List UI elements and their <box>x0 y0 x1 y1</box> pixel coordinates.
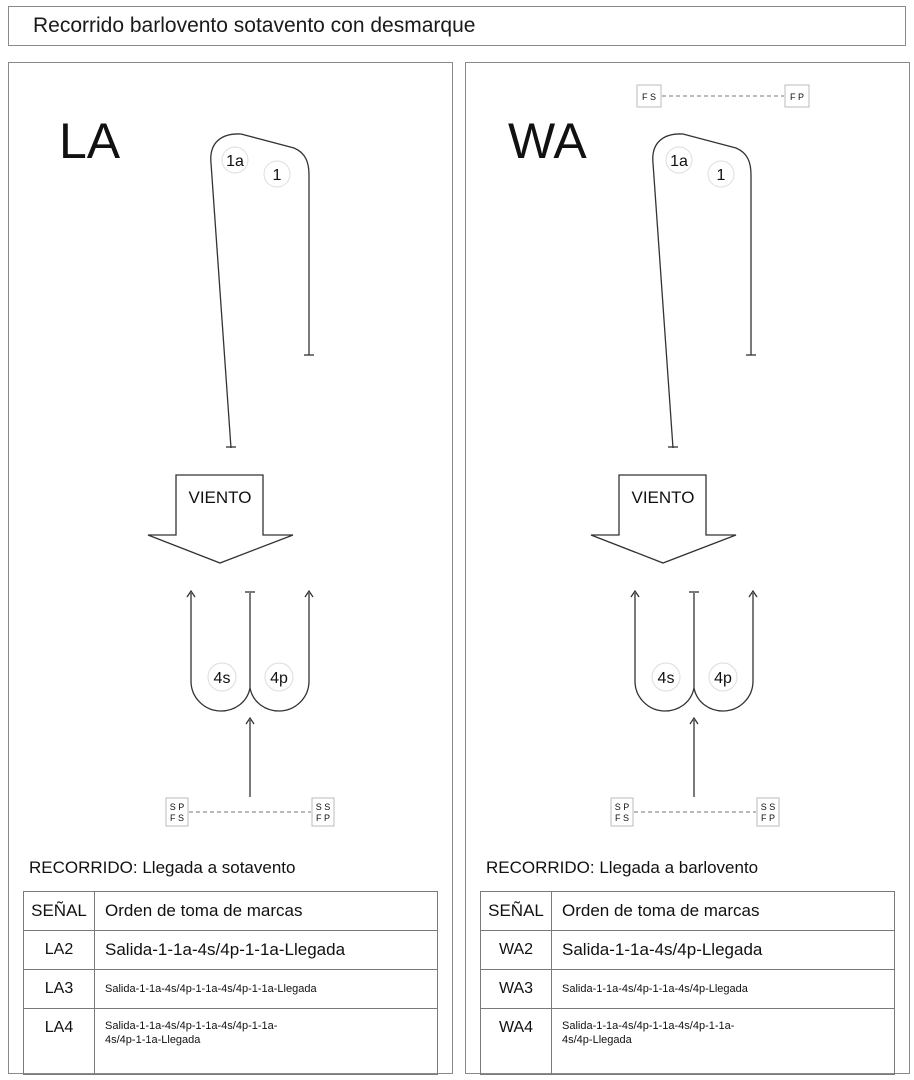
signal-cell: WA3 <box>480 969 552 1009</box>
start-box-left <box>165 797 189 827</box>
arrowhead <box>245 716 255 725</box>
mark-4p <box>708 662 738 692</box>
mark-1-label: 1 <box>273 167 282 184</box>
wind-label: VIENTO <box>632 488 695 507</box>
order-line: 4s/4p-Llegada <box>562 1034 632 1046</box>
signal-cell: WA2 <box>480 930 552 970</box>
signal-cell: WA4 <box>480 1008 552 1075</box>
table-row: LA3 Salida-1-1a-4s/4p-1-1a-4s/4p-1-1a-Ll… <box>23 969 438 1009</box>
panel-la: LA 1a 1 VIENTO 4s 4p S P F S S S F P <box>8 62 453 1075</box>
mark-1 <box>707 160 735 188</box>
mark-4p <box>264 662 294 692</box>
order-line: Salida-1-1a-4s/4p-1-1a-4s/4p-1-1a- <box>105 1020 278 1032</box>
table-row: WA4 Salida-1-1a-4s/4p-1-1a-4s/4p-1-1a- 4… <box>480 1008 895 1075</box>
header-order: Orden de toma de marcas <box>94 891 438 931</box>
finish-box-left <box>636 84 662 108</box>
course-diagram-wa: WA F S F P 1a 1 VIENTO 4s 4p S P <box>508 84 810 827</box>
mark-4p-label: 4p <box>714 670 732 687</box>
order-cell: Salida-1-1a-4s/4p-1-1a-4s/4p-1-1a-Llegad… <box>94 969 438 1009</box>
finish-box-right-label: F P <box>790 92 804 102</box>
panel-label-la: LA <box>59 113 121 169</box>
header-order: Orden de toma de marcas <box>551 891 895 931</box>
start-box-right-top: S S <box>316 802 331 812</box>
order-cell: Salida-1-1a-4s/4p-1-1a-4s/4p-Llegada <box>551 969 895 1009</box>
start-box-left-bottom: F S <box>170 813 184 823</box>
signal-cell: LA4 <box>23 1008 95 1075</box>
start-box-right-top: S S <box>761 802 776 812</box>
arrowhead <box>304 589 314 598</box>
start-box-left <box>610 797 634 827</box>
panel-label-wa: WA <box>508 113 587 169</box>
recorrido-label-la: RECORRIDO: Llegada a sotavento <box>29 858 296 877</box>
start-box-left-top: S P <box>615 802 630 812</box>
mark-4s <box>207 662 237 692</box>
order-cell: Salida-1-1a-4s/4p-1-1a-Llegada <box>94 930 438 970</box>
marks-table-la: SEÑAL Orden de toma de marcas LA2 Salida… <box>23 891 438 1075</box>
panel-wa: WA F S F P 1a 1 VIENTO 4s 4p S P <box>465 62 910 1075</box>
diagram-title: Recorrido barlovento sotavento con desma… <box>33 14 476 37</box>
mark-4s-label: 4s <box>214 670 231 687</box>
arrowhead <box>748 589 758 598</box>
start-box-left-top: S P <box>170 802 185 812</box>
windward-course-line <box>210 133 310 449</box>
table-header-row: SEÑAL Orden de toma de marcas <box>23 891 438 931</box>
recorrido-label-wa: RECORRIDO: Llegada a barlovento <box>486 858 759 877</box>
mark-4s-label: 4s <box>658 670 675 687</box>
start-box-left-bottom: F S <box>615 813 629 823</box>
mark-1-label: 1 <box>717 167 726 184</box>
wind-arrow <box>147 474 294 564</box>
table-row: WA3 Salida-1-1a-4s/4p-1-1a-4s/4p-Llegada <box>480 969 895 1009</box>
start-box-right-bottom: F P <box>761 813 775 823</box>
order-cell: Salida-1-1a-4s/4p-Llegada <box>551 930 895 970</box>
table-row: LA4 Salida-1-1a-4s/4p-1-1a-4s/4p-1-1a- 4… <box>23 1008 438 1075</box>
signal-cell: LA2 <box>23 930 95 970</box>
table-row: LA2 Salida-1-1a-4s/4p-1-1a-Llegada <box>23 930 438 970</box>
mark-4p-label: 4p <box>270 670 288 687</box>
header-signal: SEÑAL <box>480 891 552 931</box>
mark-1a <box>221 146 249 174</box>
signal-cell: LA3 <box>23 969 95 1009</box>
mark-1a-label: 1a <box>226 153 244 170</box>
course-diagram-la: LA 1a 1 VIENTO 4s 4p S P F S S S F P <box>59 113 335 827</box>
arrowhead <box>630 589 640 598</box>
start-box-right <box>311 797 335 827</box>
marks-table-wa: SEÑAL Orden de toma de marcas WA2 Salida… <box>480 891 895 1075</box>
mark-1a-label: 1a <box>670 153 688 170</box>
finish-box-right <box>784 84 810 108</box>
order-cell: Salida-1-1a-4s/4p-1-1a-4s/4p-1-1a- 4s/4p… <box>94 1008 438 1075</box>
windward-course-line <box>652 133 752 449</box>
finish-box-left-label: F S <box>642 92 656 102</box>
arrowhead <box>186 589 196 598</box>
table-header-row: SEÑAL Orden de toma de marcas <box>480 891 895 931</box>
header-signal: SEÑAL <box>23 891 95 931</box>
arrowhead <box>689 716 699 725</box>
wind-arrow <box>590 474 737 564</box>
start-box-right-bottom: F P <box>316 813 330 823</box>
title-box: Recorrido barlovento sotavento con desma… <box>8 6 906 46</box>
order-cell: Salida-1-1a-4s/4p-1-1a-4s/4p-1-1a- 4s/4p… <box>551 1008 895 1075</box>
order-line: 4s/4p-1-1a-Llegada <box>105 1034 201 1046</box>
mark-4s <box>651 662 681 692</box>
table-row: WA2 Salida-1-1a-4s/4p-Llegada <box>480 930 895 970</box>
mark-1 <box>263 160 291 188</box>
wind-label: VIENTO <box>189 488 252 507</box>
order-line: Salida-1-1a-4s/4p-1-1a-4s/4p-1-1a- <box>562 1020 735 1032</box>
mark-1a <box>665 146 693 174</box>
start-box-right <box>756 797 780 827</box>
